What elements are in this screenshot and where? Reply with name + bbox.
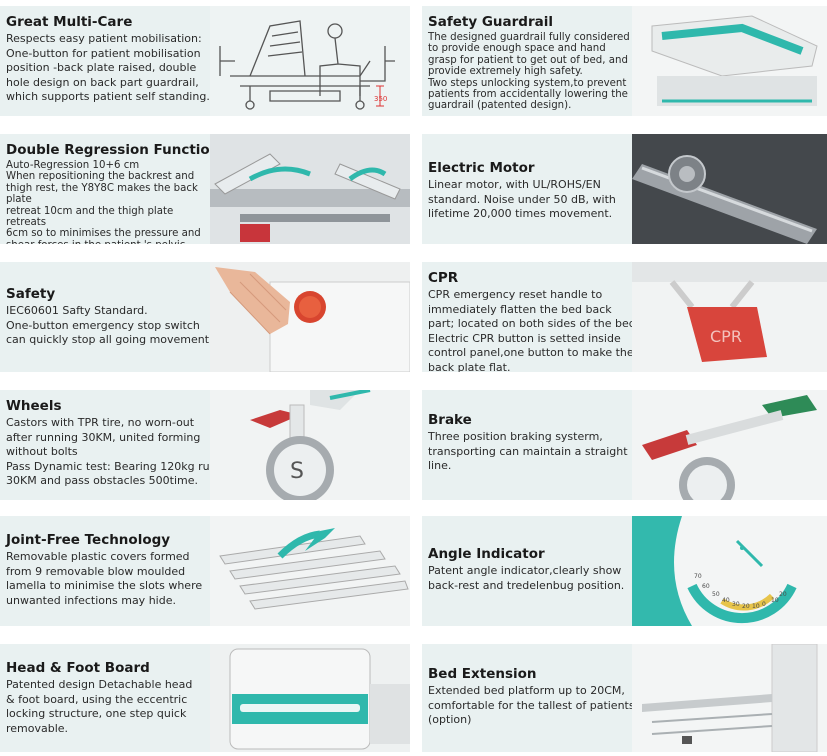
- feature-description: The designed guardrail fully considered …: [428, 32, 630, 112]
- feature-description: Patented design Detachable head & foot b…: [6, 678, 193, 735]
- feature-title: Safety Guardrail: [428, 14, 553, 30]
- feature-text: Brake Three position braking systerm, tr…: [428, 412, 628, 474]
- dial-tick-label: 40: [722, 597, 730, 604]
- dial-tick-label: 0: [762, 601, 766, 608]
- feature-title: Great Multi-Care: [6, 14, 133, 30]
- dial-tick-label: 10: [771, 597, 779, 604]
- feature-card-electric-motor: Electric Motor Linear motor, with UL/ROH…: [422, 134, 827, 244]
- feature-title: Bed Extension: [428, 666, 537, 682]
- feature-description: Respects easy patient mobilisation: One-…: [6, 32, 210, 104]
- guardrail-image: [632, 6, 827, 116]
- feature-title: Angle Indicator: [428, 546, 545, 562]
- svg-text:S: S: [290, 459, 304, 484]
- cpr-handle-image: CPR: [632, 262, 827, 372]
- regression-mechanism-image: [210, 134, 410, 244]
- feature-text: Head & Foot Board Patented design Detach…: [6, 660, 192, 736]
- feature-title: Joint-Free Technology: [6, 532, 171, 548]
- feature-card-head-foot-board: Head & Foot Board Patented design Detach…: [0, 644, 410, 752]
- feature-text: CPR CPR emergency reset handle to immedi…: [428, 270, 639, 372]
- feature-text: Electric Motor Linear motor, with UL/ROH…: [428, 160, 616, 222]
- feature-description: Linear motor, with UL/ROHS/EN standard. …: [428, 178, 616, 221]
- feature-card-brake: Brake Three position braking systerm, tr…: [422, 390, 827, 500]
- feature-description: Castors with TPR tire, no worn-out after…: [6, 416, 217, 488]
- emergency-stop-image: [210, 262, 410, 372]
- feature-title: CPR: [428, 270, 459, 286]
- headboard-image: [210, 644, 410, 752]
- height-label: 350: [374, 95, 387, 103]
- feature-title: Head & Foot Board: [6, 660, 150, 676]
- dial-tick-label: 10: [752, 603, 760, 610]
- dial-tick-label: 50: [712, 591, 720, 598]
- feature-card-wheels: Wheels Castors with TPR tire, no worn-ou…: [0, 390, 410, 500]
- feature-text: Great Multi-Care Respects easy patient m…: [6, 14, 210, 105]
- feature-text: Joint-Free Technology Removable plastic …: [6, 532, 202, 608]
- feature-title: Double Regression Function: [6, 142, 220, 158]
- dial-tick-label: 20: [742, 603, 750, 610]
- dial-tick-label: 20: [779, 591, 787, 598]
- feature-title: Electric Motor: [428, 160, 535, 176]
- feature-card-safety: Safety IEC60601 Safty Standard. One-butt…: [0, 262, 410, 372]
- feature-title: Safety: [6, 286, 56, 302]
- feature-description: IEC60601 Safty Standard. One-button emer…: [6, 304, 213, 347]
- feature-card-angle-indicator: Angle Indicator Patent angle indicator,c…: [422, 516, 827, 626]
- brake-pedal-image: [632, 390, 827, 500]
- feature-description: CPR emergency reset handle to immediatel…: [428, 288, 640, 372]
- feature-description: Auto-Regression 10+6 cm When repositioni…: [6, 160, 201, 244]
- feature-text: Double Regression Function Auto-Regressi…: [6, 142, 220, 244]
- feature-card-joint-free: Joint-Free Technology Removable plastic …: [0, 516, 410, 626]
- feature-card-bed-extension: Bed Extension Extended bed platform up t…: [422, 644, 827, 752]
- bed-extension-image: [632, 644, 827, 752]
- bed-mobilisation-image: 350: [210, 6, 410, 116]
- feature-title: Brake: [428, 412, 472, 428]
- feature-text: Bed Extension Extended bed platform up t…: [428, 666, 635, 728]
- lamella-cover-image: [210, 516, 410, 626]
- feature-card-cpr: CPR CPR emergency reset handle to immedi…: [422, 262, 827, 372]
- castor-wheel-image: S: [210, 390, 410, 500]
- cpr-handle-label: CPR: [710, 327, 742, 346]
- feature-description: Removable plastic covers formed from 9 r…: [6, 550, 203, 607]
- feature-text: Safety IEC60601 Safty Standard. One-butt…: [6, 286, 213, 348]
- angle-dial-image: 70 60 50 40 30 20 10 0 10 20: [632, 516, 827, 626]
- feature-text: Wheels Castors with TPR tire, no worn-ou…: [6, 398, 217, 489]
- feature-title: Wheels: [6, 398, 62, 414]
- feature-text: Angle Indicator Patent angle indicator,c…: [428, 546, 624, 593]
- dial-tick-label: 60: [702, 583, 710, 590]
- feature-text: Safety Guardrail The designed guardrail …: [428, 14, 638, 112]
- feature-description: Three position braking systerm, transpor…: [428, 430, 628, 473]
- feature-card-double-regression: Double Regression Function Auto-Regressi…: [0, 134, 410, 244]
- feature-card-great-multi-care: Great Multi-Care Respects easy patient m…: [0, 6, 410, 116]
- feature-description: Patent angle indicator,clearly show back…: [428, 564, 625, 592]
- dial-tick-label: 70: [694, 573, 702, 580]
- dial-tick-label: 30: [732, 601, 740, 608]
- feature-description: Extended bed platform up to 20CM, comfor…: [428, 684, 635, 727]
- linear-motor-image: [632, 134, 827, 244]
- feature-card-safety-guardrail: Safety Guardrail The designed guardrail …: [422, 6, 827, 116]
